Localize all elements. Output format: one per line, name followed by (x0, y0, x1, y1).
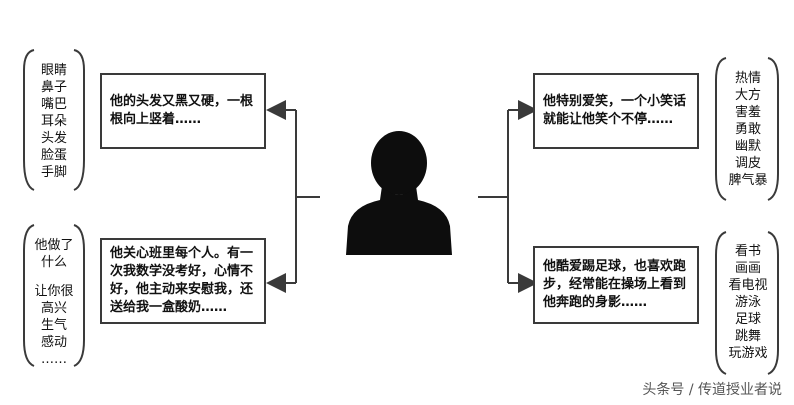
list-item: 生气 (40, 318, 67, 333)
list-item: 感动 (40, 335, 67, 350)
list-item: 幽默 (734, 139, 761, 154)
list-item: 看书 (734, 244, 761, 259)
list-bottom-left: 他做了 什么 让你很 高兴 生气 感动 …… (30, 237, 78, 368)
list-item: 眼睛 (40, 63, 67, 78)
list-item: 手脚 (40, 165, 67, 180)
brace-top-left-right (73, 49, 85, 191)
list-item: 脾气暴 (728, 173, 768, 188)
list-item: 热情 (734, 71, 761, 86)
list-item: 勇敢 (734, 122, 761, 137)
list-bottom-right: 看书 画画 看电视 游泳 足球 跳舞 玩游戏 (722, 243, 774, 362)
list-item: 鼻子 (40, 80, 67, 95)
list-item: 调皮 (734, 156, 761, 171)
brace-top-left (23, 49, 35, 191)
list-item: 他做了 (34, 238, 74, 253)
brace-bottom-right-right (767, 231, 779, 375)
list-item: 看电视 (728, 278, 768, 293)
brace-top-right (715, 57, 727, 201)
list-item: 嘴巴 (40, 97, 67, 112)
box-top-left: 他的头发又黑又硬，一根根向上竖着…… (100, 73, 266, 149)
list-item: 害羞 (734, 105, 761, 120)
brace-bottom-right (715, 231, 727, 375)
box-top-right-text: 他特别爱笑，一个小笑话就能让他笑个不停…… (543, 94, 687, 127)
brace-top-right-right (767, 57, 779, 201)
box-bottom-left: 他关心班里每个人。有一次我数学没考好，心情不好，他主动来安慰我，还送给我一盒酸奶… (100, 238, 266, 324)
list-item: 画画 (734, 261, 761, 276)
watermark: 头条号 / 传道授业者说 (642, 382, 782, 398)
list-item: 高兴 (40, 301, 67, 316)
box-top-left-text: 他的头发又黑又硬，一根根向上竖着…… (110, 94, 254, 127)
list-top-left: 眼睛 鼻子 嘴巴 耳朵 头发 脸蛋 手脚 (34, 62, 74, 181)
box-bottom-left-text: 他关心班里每个人。有一次我数学没考好，心情不好，他主动来安慰我，还送给我一盒酸奶… (110, 246, 254, 315)
list-item: 跳舞 (734, 329, 761, 344)
list-item: …… (41, 352, 67, 367)
list-item: 脸蛋 (40, 148, 67, 163)
list-item: 什么 (40, 255, 67, 270)
person-silhouette-icon (346, 131, 452, 255)
box-top-right: 他特别爱笑，一个小笑话就能让他笑个不停…… (533, 73, 699, 149)
list-top-right: 热情 大方 害羞 勇敢 幽默 调皮 脾气暴 (722, 70, 774, 189)
list-item: 大方 (734, 88, 761, 103)
list-item: 足球 (734, 312, 761, 327)
brace-bottom-left (23, 224, 35, 367)
box-bottom-right-text: 他酷爱踢足球，也喜欢跑步，经常能在操场上看到他奔跑的身影…… (543, 259, 687, 310)
box-bottom-right: 他酷爱踢足球，也喜欢跑步，经常能在操场上看到他奔跑的身影…… (533, 246, 699, 324)
list-item: 让你很 (34, 284, 74, 299)
list-item: 耳朵 (40, 114, 67, 129)
brace-bottom-left-right (73, 224, 85, 367)
list-item: 游泳 (734, 295, 761, 310)
list-item: 头发 (40, 131, 67, 146)
list-item: 玩游戏 (728, 346, 768, 361)
